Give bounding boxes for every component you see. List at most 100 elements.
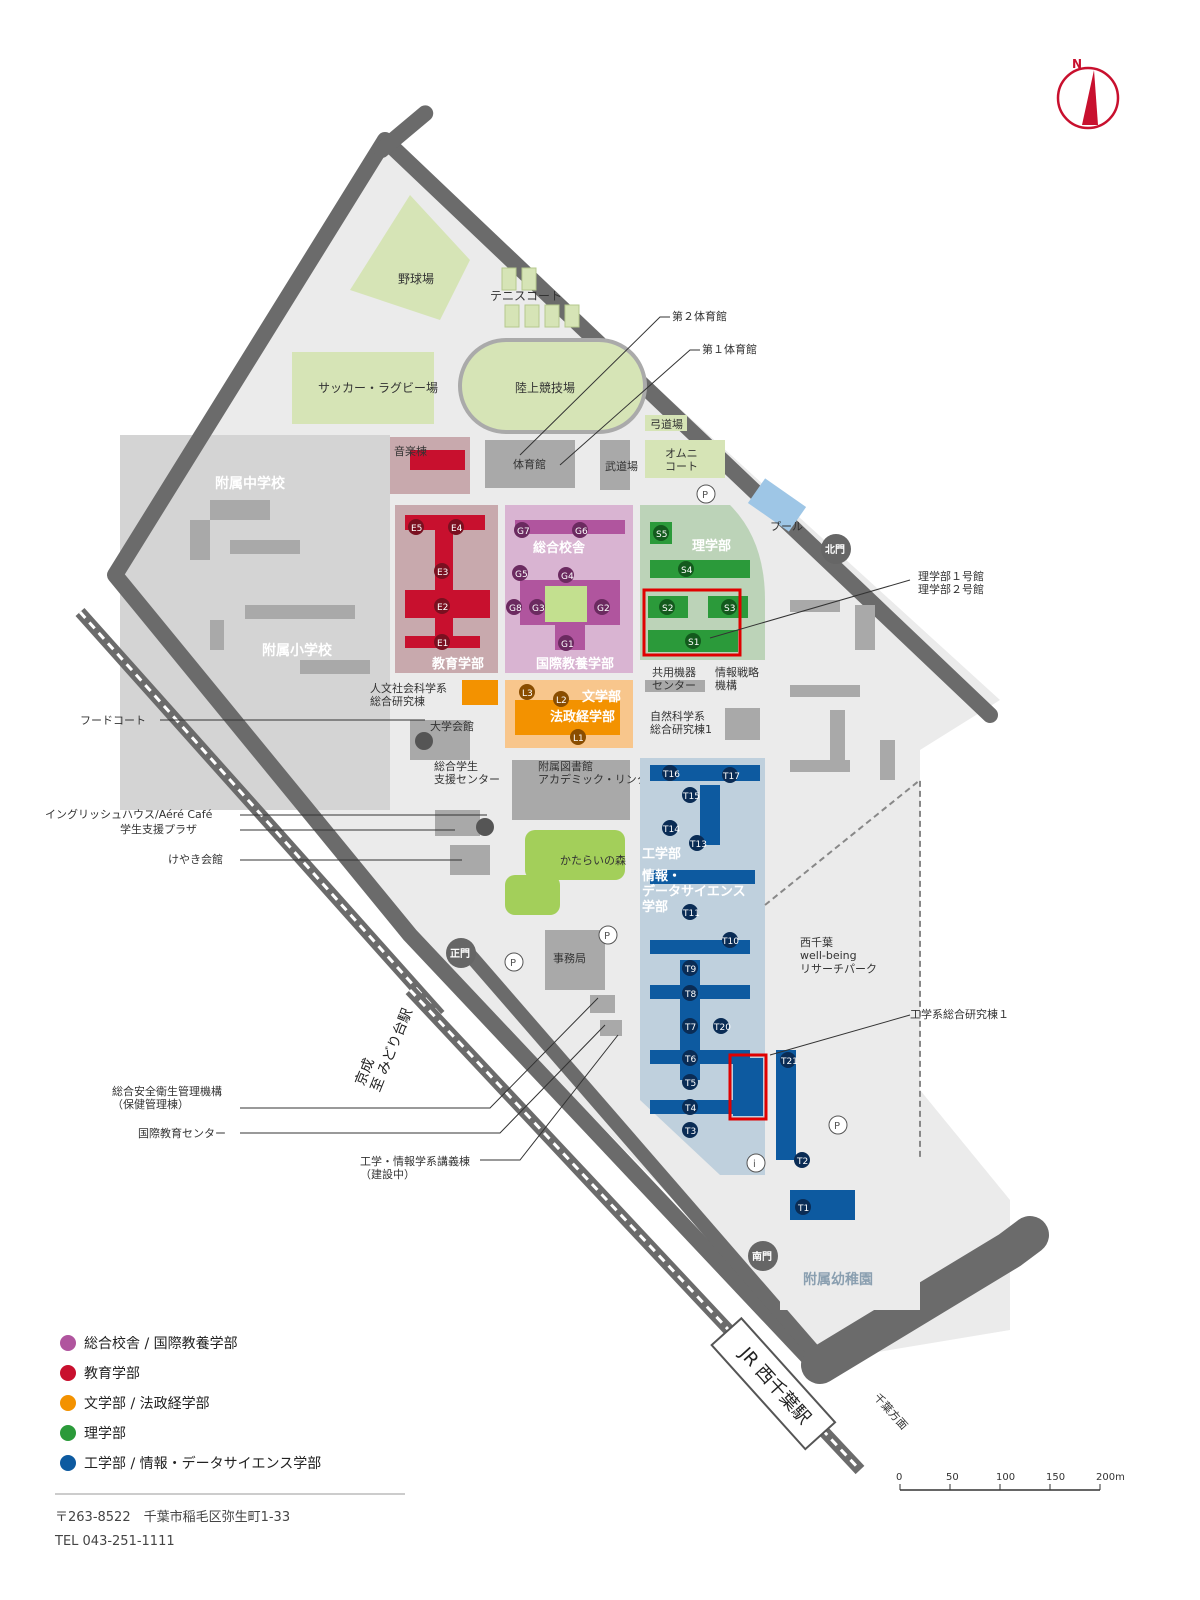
library-building: [512, 760, 630, 820]
scale-tick-label: 0: [896, 1472, 902, 1483]
callout-labels: 第２体育館 第１体育館 理学部１号館理学部２号館 工学系総合研究棟１ フードコー…: [45, 309, 1009, 1181]
north-gate-label: 北門: [825, 543, 845, 556]
education-codes: E1 E2 E3 E4 E5: [408, 519, 464, 650]
rigaku-1-2-label: 理学部１号館理学部２号館: [918, 569, 984, 596]
svg-text:T9: T9: [684, 965, 696, 975]
svg-text:S4: S4: [681, 566, 693, 576]
rigaku-highlight: [642, 588, 742, 657]
shizen-building: [725, 708, 760, 740]
food-label: フードコート: [80, 714, 146, 727]
cafe-icon: [476, 818, 494, 836]
north-gate-icon: [821, 534, 851, 564]
pool: [747, 478, 807, 532]
kyoyo-building: [645, 680, 705, 692]
svg-text:S5: S5: [656, 530, 667, 540]
info-ds-label: 情報・データサイエンス学部: [642, 868, 746, 915]
svg-text:T2: T2: [796, 1157, 808, 1167]
gym-building: [485, 440, 575, 488]
legend-label: 理学部: [84, 1426, 126, 1442]
se-road: [801, 1216, 1049, 1384]
legend-label: 工学部 / 情報・データサイエンス学部: [84, 1455, 321, 1472]
svg-text:i: i: [753, 1159, 756, 1170]
svg-text:P: P: [510, 958, 516, 969]
svg-text:E3: E3: [437, 568, 448, 578]
svg-text:S2: S2: [662, 604, 673, 614]
jimukyoku-building: [545, 930, 605, 990]
forest-label: かたらいの森: [560, 853, 626, 867]
music-building: [410, 450, 465, 470]
callout-lines: [160, 316, 911, 1161]
jinbun-building: [462, 680, 498, 705]
compass-icon: N: [1056, 57, 1120, 130]
letters-buildings: [515, 700, 620, 735]
sogo-courtyard: [545, 586, 587, 622]
kyudo-building: [645, 415, 687, 431]
legend-swatch: [60, 1395, 76, 1411]
parking-icon: P P P P: [504, 484, 848, 1135]
svg-text:E1: E1: [437, 639, 448, 649]
svg-text:S1: S1: [688, 638, 699, 648]
svg-text:T14: T14: [662, 825, 680, 835]
svg-text:T4: T4: [684, 1104, 696, 1114]
svg-text:T11: T11: [682, 909, 700, 919]
food-court-icon: [415, 732, 433, 750]
soccer-field: [292, 352, 434, 424]
svg-text:G1: G1: [561, 640, 574, 650]
sogo-label: 総合校舎: [533, 540, 586, 556]
scale-tick-label: 150: [1046, 1472, 1065, 1483]
kyoyo-label: 共用機器センター: [652, 665, 696, 692]
main-gate-icon: [446, 938, 476, 968]
track-label: 陸上競技場: [515, 380, 575, 395]
es-buildings: [210, 605, 370, 674]
legend-swatch: [60, 1425, 76, 1441]
legend-label: 総合校舎 / 国際教養学部: [84, 1335, 238, 1352]
legend-swatch: [60, 1455, 76, 1471]
east-buildings: [790, 600, 895, 780]
kogaku-sogo-highlight: [728, 1053, 768, 1121]
svg-text:G6: G6: [575, 527, 588, 537]
kogaku-sogo-building: [733, 1058, 763, 1116]
south-road: [464, 950, 836, 1375]
svg-text:G2: G2: [597, 604, 610, 614]
kogi-to-label: 工学・情報学系講義棟（建設中）: [360, 1154, 470, 1181]
jimukyoku-label: 事務局: [553, 951, 586, 965]
legend-label: 教育学部: [84, 1366, 140, 1382]
legend-label: 文学部 / 法政経学部: [84, 1396, 210, 1412]
svg-text:P: P: [702, 490, 708, 501]
track-field: [458, 338, 647, 434]
svg-text:E4: E4: [451, 524, 463, 534]
svg-text:T8: T8: [684, 990, 696, 1000]
kyudo-label: 弓道場: [650, 417, 683, 431]
omni-court: [645, 440, 725, 478]
omni-label: オムニコート: [665, 447, 698, 473]
english-house-label: イングリッシュハウス/Aéré Café: [45, 807, 213, 821]
keisei-label: 京成至 みどり台駅: [352, 1000, 416, 1094]
education-label: 教育学部: [431, 656, 484, 672]
svg-text:G8: G8: [509, 604, 522, 614]
svg-text:S3: S3: [724, 604, 735, 614]
svg-text:T5: T5: [684, 1079, 696, 1089]
perimeter-road: [107, 135, 826, 1376]
svg-text:T3: T3: [684, 1127, 696, 1137]
hosei-label: 法政経学部: [550, 709, 615, 725]
svg-text:T1: T1: [797, 1204, 809, 1214]
jhs-buildings: [190, 500, 300, 560]
svg-text:T16: T16: [662, 770, 680, 780]
pool-label: プール: [770, 520, 803, 533]
scale-tick-label: 100: [996, 1472, 1015, 1483]
english-house-building: [435, 810, 480, 836]
svg-text:L1: L1: [573, 734, 584, 744]
engineering-buildings: [650, 765, 855, 1220]
tennis-label: テニスコート: [490, 289, 562, 303]
main-gate-label: 正門: [450, 948, 470, 960]
svg-text:G7: G7: [517, 527, 530, 537]
legend-swatch: [60, 1335, 76, 1351]
svg-text:T6: T6: [684, 1055, 696, 1065]
bun-label: 文学部: [582, 689, 621, 705]
shien-center-label: 総合学生支援センター: [434, 759, 500, 786]
baseball-field: [350, 195, 470, 320]
svg-text:G4: G4: [561, 572, 574, 582]
